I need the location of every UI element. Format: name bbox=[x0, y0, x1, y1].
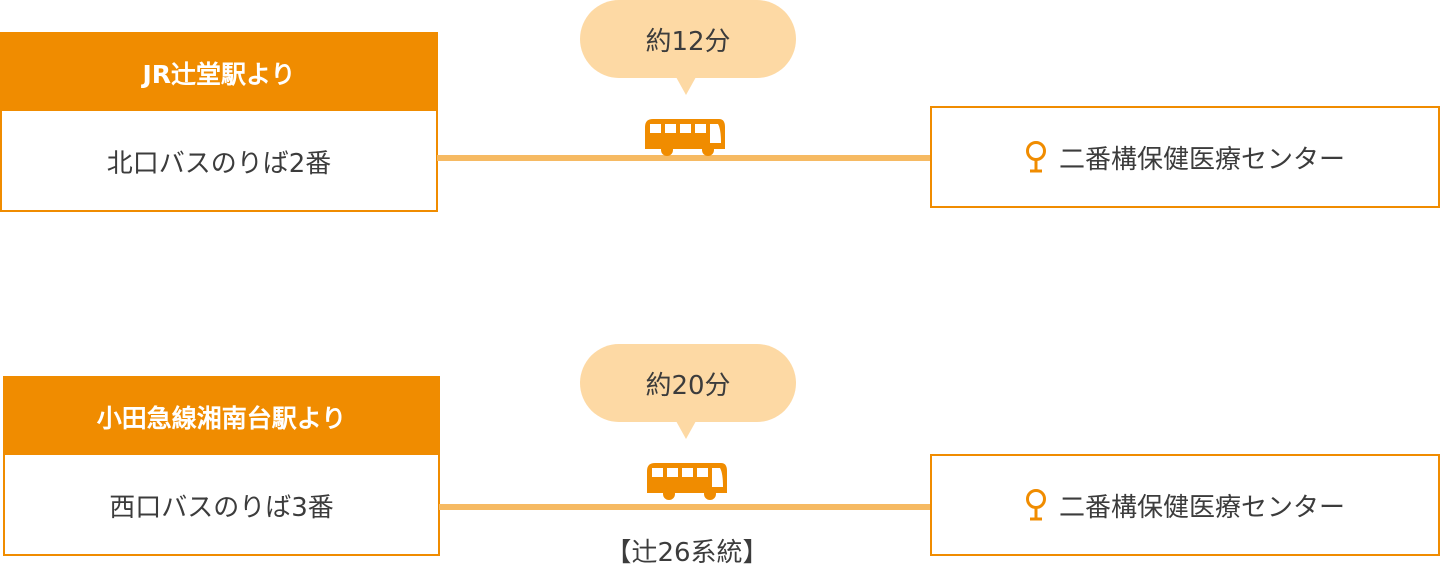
location-pin-icon bbox=[1025, 141, 1046, 173]
origin-box: JR辻堂駅より 北口バスのりば2番 bbox=[0, 32, 438, 212]
origin-box: 小田急線湘南台駅より 西口バスのりば3番 bbox=[3, 376, 440, 556]
origin-header: JR辻堂駅より bbox=[2, 34, 436, 111]
bus-icon bbox=[647, 463, 727, 500]
origin-stop: 西口バスのりば3番 bbox=[109, 492, 334, 523]
route-line bbox=[439, 504, 932, 510]
bus-icon bbox=[645, 119, 725, 156]
duration-bubble: 約20分 bbox=[580, 344, 796, 439]
destination-name: 二番構保健医療センター bbox=[1058, 492, 1345, 523]
destination-box: 二番構保健医療センター bbox=[930, 106, 1440, 208]
duration-bubble: 約12分 bbox=[580, 0, 796, 95]
destination-name: 二番構保健医療センター bbox=[1058, 144, 1345, 175]
origin-stop: 北口バスのりば2番 bbox=[106, 148, 332, 179]
location-pin-icon bbox=[1025, 489, 1046, 521]
origin-header: 小田急線湘南台駅より bbox=[5, 378, 438, 455]
route-line bbox=[437, 155, 932, 161]
destination-box: 二番構保健医療センター bbox=[930, 454, 1440, 556]
bus-system-label: 【辻26系統】 bbox=[605, 538, 769, 568]
